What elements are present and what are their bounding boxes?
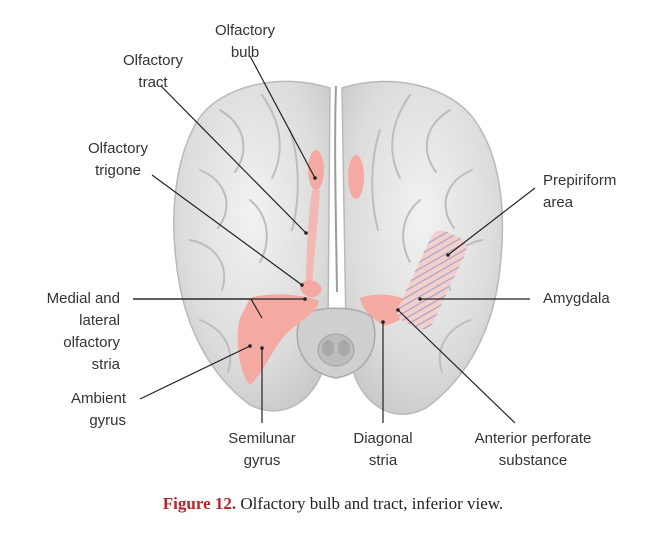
leader-dots xyxy=(248,176,450,350)
label-semilunar-gyrus: Semilunar gyrus xyxy=(228,430,296,469)
figure-caption: Figure 12. Olfactory bulb and tract, inf… xyxy=(0,494,666,514)
label-olfactory-trigone: Olfactory trigone xyxy=(87,140,148,179)
left-olfactory-tract xyxy=(306,190,320,288)
label-olfactory-tract: Olfactory tract xyxy=(122,52,183,91)
brain-hemispheres xyxy=(173,80,504,415)
figure-number: Figure 12. xyxy=(162,494,237,513)
label-diagonal-stria: Diagonal stria xyxy=(353,430,413,469)
caption-text: Olfactory bulb and tract, inferior view. xyxy=(236,494,504,513)
olfactory-trigone-region xyxy=(300,280,322,298)
left-lateral-region xyxy=(237,294,319,385)
right-diagonal-region xyxy=(360,294,412,326)
left-olfactory-bulb xyxy=(308,150,324,190)
right-olfactory-bulb xyxy=(348,155,364,199)
leader-lines xyxy=(133,55,536,424)
label-prepiriform-area: Prepiriform area xyxy=(543,172,617,211)
label-amygdala: Amygdala xyxy=(543,290,610,307)
label-anterior-perforate: Anterior perforate substance xyxy=(474,430,592,469)
label-medial-lateral-stria: Medial and lateral olfactory stria xyxy=(46,290,120,373)
label-olfactory-bulb: Olfactory bulb xyxy=(214,22,275,61)
label-ambient-gyrus: Ambient gyrus xyxy=(70,390,126,429)
